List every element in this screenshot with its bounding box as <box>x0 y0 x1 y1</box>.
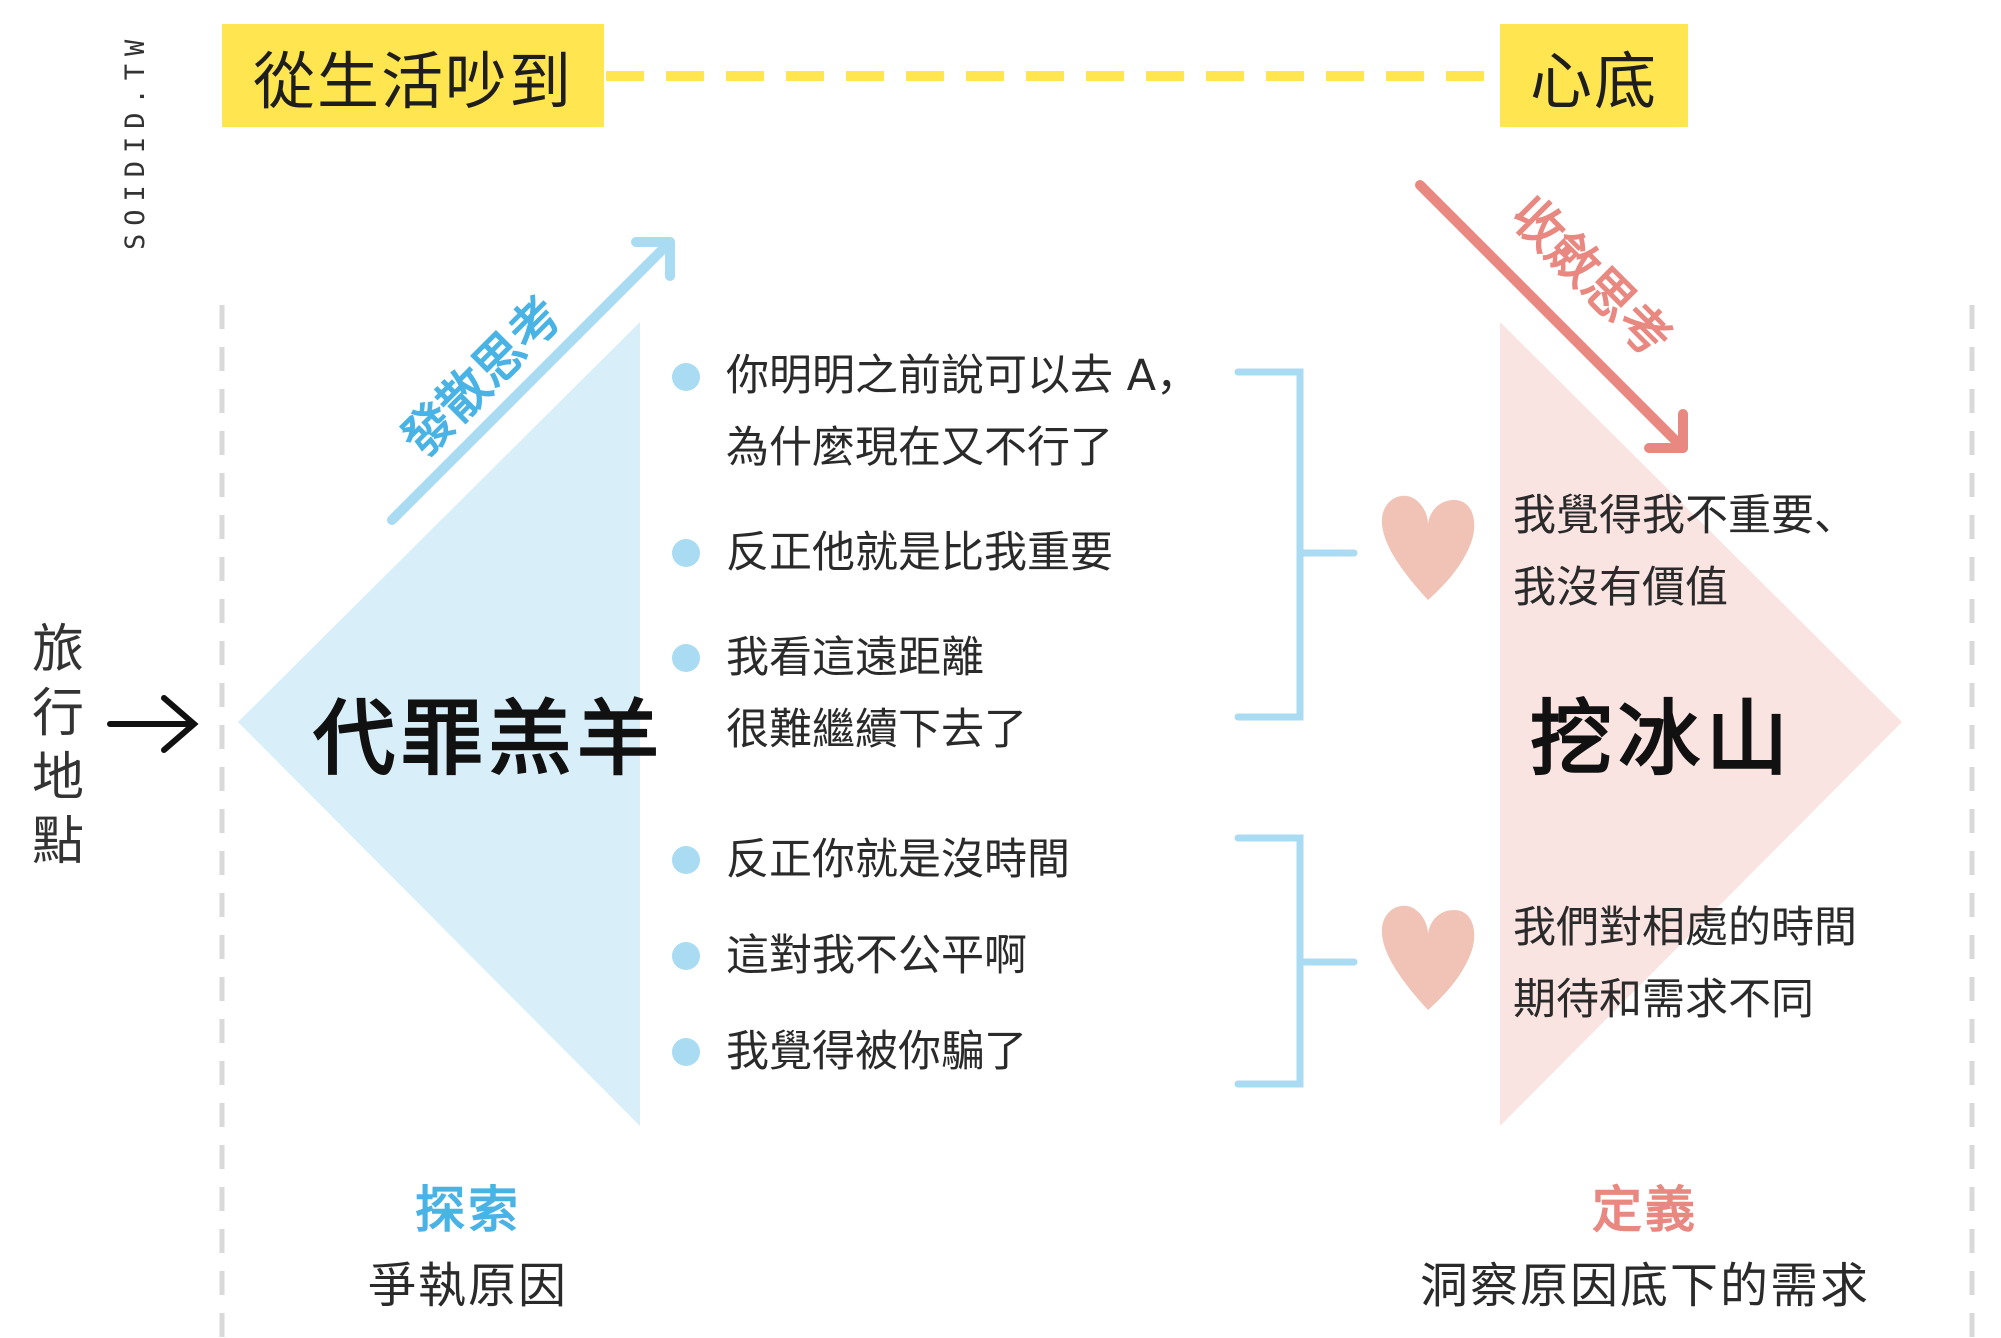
converge-triangle <box>1500 322 1902 1126</box>
bullet-line: 反正他就是比我重要 <box>726 528 1113 578</box>
bullet-item: 我看這遠距離 很難繼續下去了 <box>726 622 1027 766</box>
header-tag-right-text: 心底 <box>1529 44 1658 118</box>
side-label: 旅行地點 <box>28 618 88 874</box>
diverge-arrow <box>387 237 675 525</box>
insight-group-1: 我覺得我不重要、 我沒有價值 <box>1513 480 1857 624</box>
bullet-line: 這對我不公平啊 <box>726 931 1027 981</box>
right-title: 挖冰山 <box>1530 692 1795 787</box>
insight-line: 我覺得我不重要、 <box>1513 491 1857 541</box>
bullet-item: 這對我不公平啊 <box>726 920 1027 992</box>
bullet-item: 你明明之前說可以去 A， 為什麼現在又不行了 <box>726 340 1199 484</box>
insight-line: 我沒有價值 <box>1513 563 1728 613</box>
diverge-triangle <box>238 322 640 1126</box>
bullet-line: 為什麼現在又不行了 <box>726 423 1113 473</box>
bullet-line: 你明明之前說可以去 A， <box>726 351 1200 401</box>
header-tag-right: 心底 <box>1500 24 1688 127</box>
bullet-dot <box>672 644 700 672</box>
right-footer-text: 洞察原因底下的需求 <box>1419 1258 1870 1314</box>
bullet-line: 我看這遠距離 <box>726 633 984 683</box>
left-title: 代罪羔羊 <box>313 692 666 787</box>
bullet-line: 我覺得被你騙了 <box>726 1027 1027 1077</box>
bracket-group-1 <box>1234 368 1358 721</box>
bullet-dot <box>672 539 700 567</box>
brand-watermark: SOIDID.TW <box>120 31 151 250</box>
left-footer-text: 爭執原因 <box>367 1258 568 1314</box>
bullet-line: 很難繼續下去了 <box>726 705 1027 755</box>
bullet-line: 反正你就是沒時間 <box>726 835 1070 885</box>
header-tag-left-text: 從生活吵到 <box>252 44 573 118</box>
bullet-item: 我覺得被你騙了 <box>726 1016 1027 1088</box>
converge-arrow <box>1415 180 1688 453</box>
insight-line: 我們對相處的時間 <box>1513 903 1857 953</box>
bracket-group-2 <box>1234 834 1358 1088</box>
bullet-dot <box>672 1038 700 1066</box>
heart-icon <box>1381 495 1475 600</box>
bullet-item: 反正他就是比我重要 <box>726 517 1113 589</box>
bullet-dot <box>672 942 700 970</box>
side-label-text: 旅行地點 <box>31 620 84 872</box>
bullet-dot <box>672 846 700 874</box>
insight-line: 期待和需求不同 <box>1513 975 1814 1025</box>
bullet-item: 反正你就是沒時間 <box>726 824 1070 896</box>
heart-icon <box>1381 905 1475 1010</box>
left-footer-heading: 探索 <box>415 1181 521 1239</box>
right-footer-heading: 定義 <box>1592 1181 1698 1239</box>
input-arrow <box>107 695 199 753</box>
insight-group-2: 我們對相處的時間 期待和需求不同 <box>1513 892 1857 1036</box>
header-tag-left: 從生活吵到 <box>222 24 604 127</box>
bullet-dot <box>672 363 700 391</box>
